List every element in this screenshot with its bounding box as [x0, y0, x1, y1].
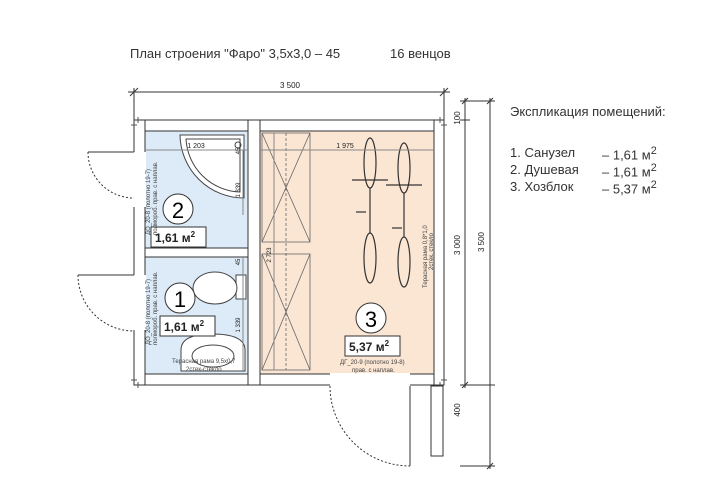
wall-partition [144, 247, 249, 258]
door-room3-label-1: ДГ_20-9 (полотно 19-8) [340, 360, 405, 366]
room2-area-box [150, 226, 207, 248]
dim-corridor: 2 723 [267, 247, 273, 263]
dim-wall-45-b: 45 [236, 258, 242, 265]
dim-height-total: 3 500 [477, 231, 486, 252]
shower-tray [179, 134, 245, 199]
wall-middle [247, 119, 261, 386]
bicycles [352, 137, 422, 288]
sink [180, 333, 246, 372]
porch-post [430, 385, 444, 457]
dim-toilet-depth: 1 339 [236, 317, 242, 333]
room3-area: 5,37 м2 [349, 339, 390, 354]
room2-number: 2 [172, 198, 184, 223]
plan-title: План строения "Фаро" 3,5х3,0 – 45 [130, 46, 341, 61]
room1-circle [164, 282, 196, 314]
legend-item-1: 1. Санузел – 1,61 м2 [510, 145, 680, 162]
legend-item-2: 2. Душевая – 1,61 м2 [510, 162, 680, 179]
dim-overall-width: 3 500 [280, 81, 301, 90]
legend-item-name: 3. Хозблок [510, 179, 574, 194]
legend-title: Экспликация помещений: [510, 104, 666, 119]
room3-area-box [344, 335, 401, 357]
door-swing-room3 [329, 385, 411, 467]
room3-fill [260, 131, 434, 374]
room1-area-box [159, 315, 216, 337]
legend: Экспликация помещений: 1. Санузел – 1,61… [510, 104, 680, 196]
room3-circle [355, 302, 387, 334]
wall-top [133, 119, 445, 132]
door-gap-room1 [133, 275, 146, 330]
room1-area: 1,61 м2 [164, 319, 205, 334]
dimension-lines [128, 87, 495, 470]
toilet [192, 271, 247, 305]
storage-zone [261, 132, 311, 371]
window-room3-label-2: 2стек. стекло [429, 232, 435, 270]
door-room3-label-2: прав. с наплав. [352, 368, 395, 374]
room2-circle [162, 193, 194, 225]
door-room1-label-2: полмороб. прав. с наплав. [153, 271, 159, 345]
dim-height-bottom: 400 [453, 403, 462, 417]
door-gap-room3 [330, 373, 410, 386]
dim-left-width: 1 203 [187, 143, 205, 150]
legend-item-name: 1. Санузел [510, 145, 576, 160]
window-room3-label-1: Терасная рама 0,8*1,0 [423, 225, 429, 288]
legend-item-area: – 5,37 м2 [602, 179, 657, 197]
dim-height-top: 100 [453, 111, 462, 125]
door-room2-label-2: полмороб. прав. с наплав. [153, 161, 159, 235]
dim-height-house: 3 000 [453, 234, 462, 255]
legend-item-area: – 1,61 м2 [602, 145, 657, 163]
walls [133, 119, 445, 386]
room3-number: 3 [365, 307, 377, 332]
log-joints [131, 117, 447, 388]
door-gap-room2 [133, 152, 146, 207]
room2-area: 1,61 м2 [155, 230, 196, 245]
rows-count: 16 венцов [390, 46, 451, 61]
dim-wall-45-a: 45 [236, 147, 242, 154]
dim-shower-depth: 1 339 [236, 182, 242, 198]
room1-number: 1 [174, 287, 186, 312]
dim-room3-width: 1 975 [336, 143, 354, 150]
door-room2-label-1: ДО_20-8 (полотно 19-7) [146, 169, 152, 235]
door-room1-label-1: ДО_20-8 (полотно 19-7) [146, 279, 152, 345]
legend-item-3: 3. Хозблок – 5,37 м2 [510, 179, 680, 196]
wall-right [433, 119, 445, 386]
window-room1-label-1: Терасная рама 9,5х0,7 [172, 359, 236, 365]
door-swing-room1 [77, 274, 135, 332]
legend-item-area: – 1,61 м2 [602, 162, 657, 180]
legend-item-name: 2. Душевая [510, 162, 579, 177]
door-swing-room2 [87, 151, 135, 199]
window-room1-label-2: 2стек-стекло [186, 367, 222, 373]
